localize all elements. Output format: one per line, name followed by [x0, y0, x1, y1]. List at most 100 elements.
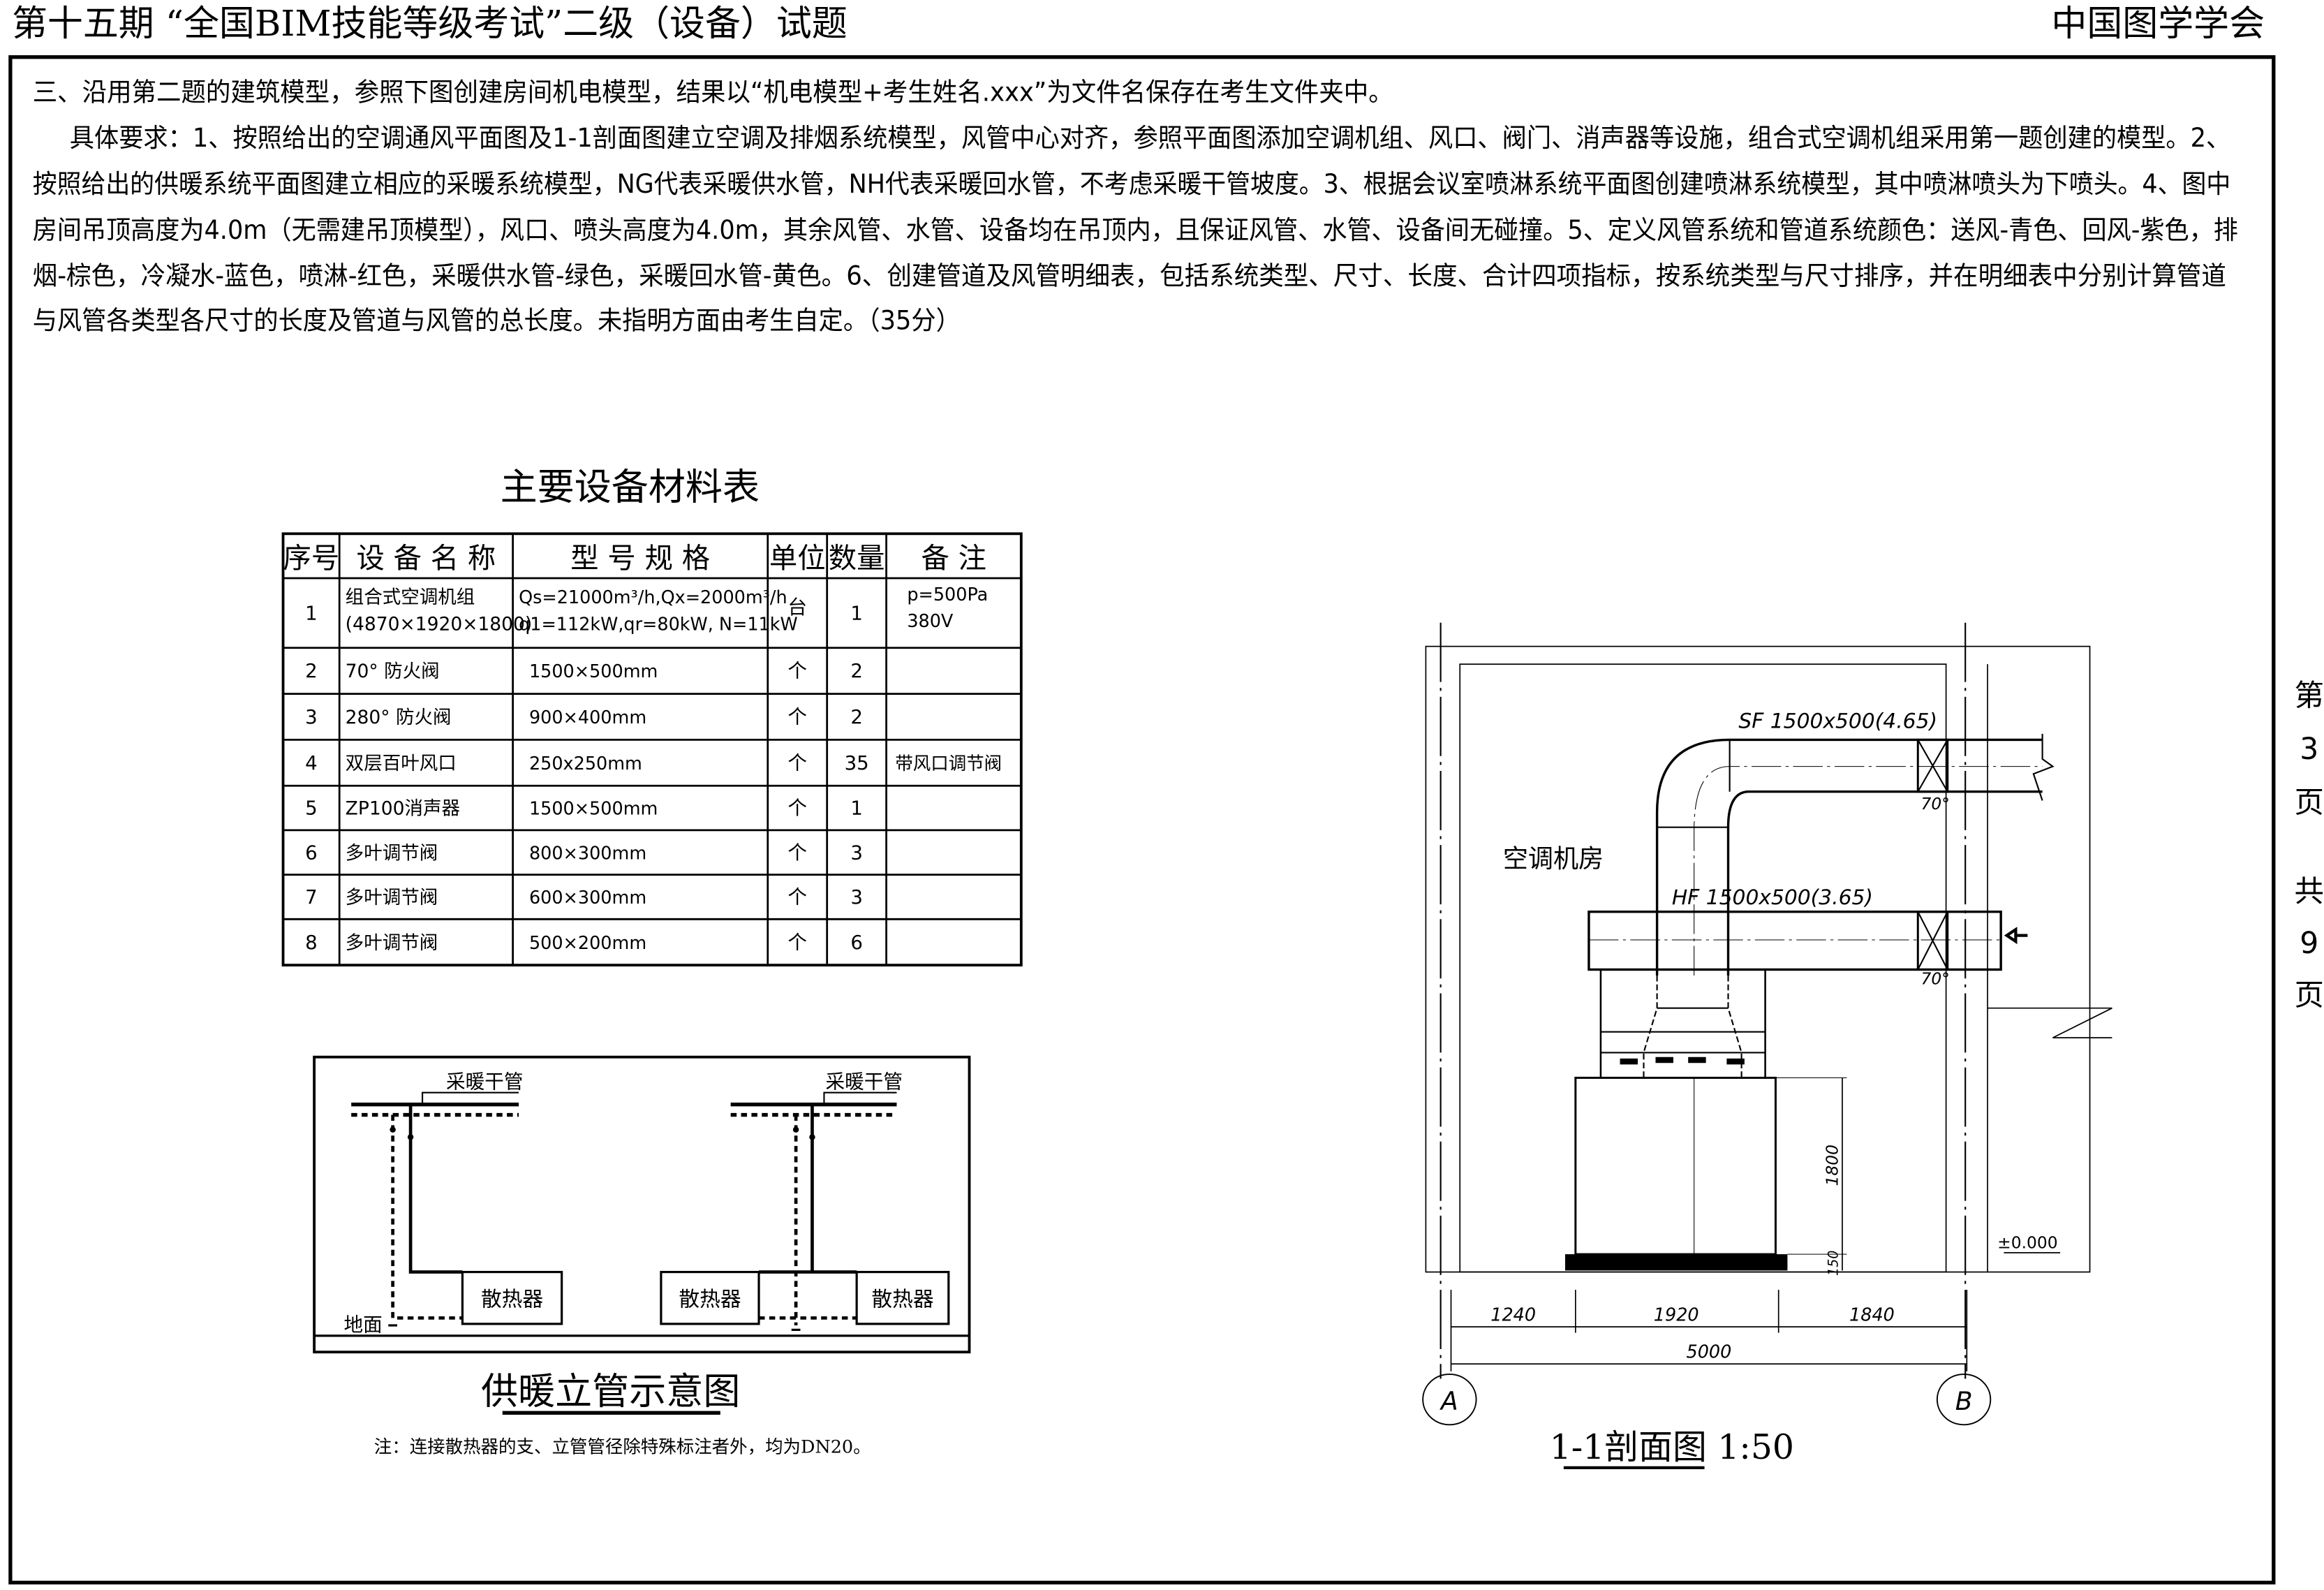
question-text: 三、沿用第二题的建筑模型，参照下图创建房间机电模型，结果以“机电模型+考生姓名.… — [33, 77, 2238, 335]
cell-no: 8 — [305, 931, 318, 954]
sheet-title: 第十五期 “全国BIM技能等级考试”二级（设备）试题 — [12, 3, 848, 45]
supply-riser — [408, 1104, 463, 1274]
ground-label: 地面 — [344, 1313, 383, 1337]
radiator — [461, 1271, 563, 1325]
page-label: 页 — [2295, 978, 2324, 1013]
page-label: 第 — [2295, 679, 2324, 714]
air-handling-unit — [1574, 1076, 1777, 1256]
question-line: 具体要求：1、按照给出的空调通风平面图及1-1剖面图建立空调及排烟系统模型，风管… — [70, 123, 2230, 153]
radiator-label: 散热器 — [679, 1287, 741, 1311]
cell-qty: 2 — [850, 705, 863, 728]
cell-unit: 个 — [787, 705, 807, 728]
cell-note: p=500Pa — [907, 584, 988, 605]
damper-angle: 70° — [1921, 794, 1950, 814]
cell-spec: q1=112kW,qr=80kW, N=11kW — [519, 614, 798, 635]
table-title: 主要设备材料表 — [501, 465, 760, 508]
dim-middle: 1920 — [1654, 1305, 1699, 1326]
cell-name: (4870×1920×1800) — [346, 613, 533, 635]
table-header-cell: 设 备 名 称 — [357, 542, 496, 575]
table-header-cell: 型 号 规 格 — [570, 542, 710, 575]
cell-no: 6 — [305, 841, 318, 864]
equipment-base — [1564, 1254, 1788, 1271]
cell-name: ZP100消声器 — [346, 798, 460, 820]
cell-unit: 个 — [787, 797, 807, 820]
axis-label-a: A — [1439, 1387, 1458, 1416]
cell-unit: 个 — [787, 841, 807, 864]
question-line: 房间吊顶高度为4.0m（无需建吊顶模型），风口、喷头高度为4.0m，其余风管、水… — [33, 215, 2238, 245]
supply-duct-label: SF 1500x500(4.65) — [1738, 709, 1937, 733]
cell-unit: 个 — [787, 659, 807, 682]
cell-spec: 900×400mm — [529, 707, 646, 728]
cell-name: 多叶调节阀 — [346, 887, 438, 908]
cell-note: 380V — [907, 611, 954, 632]
sheet-frame — [8, 55, 2276, 1585]
dim-total: 5000 — [1687, 1342, 1732, 1363]
fire-damper — [1916, 738, 1949, 793]
return-duct-label: HF 1500x500(3.65) — [1672, 885, 1873, 910]
cell-no: 4 — [305, 751, 318, 774]
radiator — [660, 1271, 760, 1325]
cell-note: 带风口调节阀 — [895, 753, 1002, 774]
cell-spec: 250x250mm — [529, 753, 642, 774]
cell-spec: 500×200mm — [529, 933, 646, 954]
question-line: 三、沿用第二题的建筑模型，参照下图创建房间机电模型，结果以“机电模型+考生姓名.… — [33, 77, 1393, 107]
dim-unit-height: 1800 — [1823, 1144, 1842, 1186]
total-label: 共 — [2295, 875, 2324, 909]
cell-no: 5 — [305, 797, 318, 820]
cell-no: 2 — [305, 659, 318, 682]
section-drawing: 70° SF 1500x500(4.65) 70° HF 1500x500(3.… — [1422, 622, 2112, 1426]
table-header-cell: 单位 — [769, 542, 826, 575]
cell-qty: 1 — [850, 601, 863, 624]
cell-qty: 6 — [850, 931, 863, 954]
cell-qty: 35 — [845, 751, 869, 774]
table-header-cell: 备 注 — [921, 542, 986, 575]
table-header-cell: 数量 — [829, 542, 885, 575]
cell-qty: 2 — [850, 659, 863, 682]
cell-spec: Qs=21000m³/h,Qx=2000m³/h — [519, 587, 787, 608]
supply-duct — [1655, 738, 2043, 976]
riser-note: 注：连接散热器的支、立管管径除特殊标注者外，均为DN20。 — [374, 1437, 871, 1458]
return-riser — [391, 1114, 463, 1320]
page-label: 页 — [2295, 786, 2324, 820]
cell-unit: 个 — [787, 931, 807, 954]
radiator — [855, 1271, 950, 1325]
section-title: 1-1剖面图 1:50 — [1550, 1427, 1794, 1467]
cell-unit: 个 — [787, 885, 807, 908]
cell-qty: 3 — [850, 885, 863, 908]
cell-name: 280° 防火阀 — [346, 707, 452, 728]
axis-label-b: B — [1955, 1387, 1973, 1416]
cell-name: 双层百叶风口 — [346, 753, 457, 774]
cell-spec: 600×300mm — [529, 888, 646, 908]
cell-qty: 1 — [850, 797, 863, 820]
cell-name: 多叶调节阀 — [346, 932, 438, 954]
cell-name: 组合式空调机组 — [346, 587, 475, 608]
cell-unit: 台 — [787, 596, 807, 619]
question-line: 与风管各类型各尺寸的长度及管道与风管的总长度。未指明方面由考生自定。（35分） — [33, 305, 961, 335]
room-label: 空调机房 — [1503, 844, 1604, 874]
current-page: 3 — [2300, 733, 2318, 767]
main-pipe-label: 采暖干管 — [826, 1070, 903, 1093]
radiator-label: 散热器 — [871, 1287, 933, 1311]
cell-no: 7 — [305, 885, 318, 908]
question-line: 按照给出的供暖系统平面图建立相应的采暖系统模型，NG代表采暖供水管，NH代表采暖… — [33, 169, 2231, 199]
riser-title: 供暖立管示意图 — [481, 1370, 740, 1413]
dim-left: 1240 — [1490, 1305, 1536, 1326]
riser-diagram: 散热器 采暖干管 地面 散热器 散热器 采暖干管 — [313, 1055, 971, 1354]
airflow-arrow-icon — [2004, 927, 2028, 945]
radiator-label: 散热器 — [481, 1287, 543, 1311]
damper-angle: 70° — [1921, 969, 1950, 989]
organization: 中国图学学会 — [2051, 3, 2265, 45]
axis-marker — [1422, 1374, 1477, 1426]
total-pages: 9 — [2300, 927, 2318, 961]
cell-name: 多叶调节阀 — [346, 842, 438, 864]
main-pipe-label: 采暖干管 — [446, 1070, 523, 1093]
elevation-mark: ±0.000 — [1997, 1233, 2057, 1253]
cell-no: 1 — [305, 601, 318, 624]
dim-right: 1840 — [1849, 1305, 1895, 1326]
page-indicator: 第 3 页 共 9 页 — [2295, 679, 2324, 1013]
cell-unit: 个 — [787, 751, 807, 774]
axis-marker — [1936, 1374, 1992, 1426]
cell-spec: 1500×500mm — [529, 799, 658, 820]
